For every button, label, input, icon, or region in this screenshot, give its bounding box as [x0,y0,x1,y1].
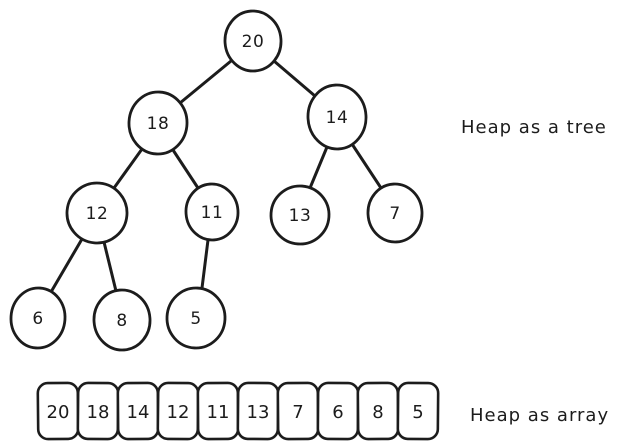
array-cell-value: 13 [247,402,270,423]
tree-edges [49,59,383,294]
tree-node-value: 7 [389,204,400,224]
tree-node-value: 12 [86,204,109,224]
tree-node-circle-7 [366,182,424,244]
tree-node-value: 14 [326,108,349,128]
array-cell-values: 20 18 14 12 11 13 7 6 8 5 [47,402,424,423]
array-cell-value: 14 [127,402,150,423]
tree-node-circle-18 [127,90,189,156]
tree-edge-12-8 [102,240,118,293]
tree-node-circle-6 [9,286,67,350]
tree-node-value: 6 [32,309,43,329]
array-cell-value: 7 [292,402,303,423]
tree-edge-11-5 [200,238,210,290]
array-cells [36,381,440,441]
tree-node-circle-13 [269,184,331,246]
tree-node-value: 20 [242,32,265,52]
tree-edge-18-12 [112,147,144,190]
array-cell-value: 12 [167,402,190,423]
tree-node-circle-8 [92,288,152,352]
tree-node-value: 13 [289,206,312,226]
tree-edge-18-11 [171,148,200,190]
tree-node-circle-5 [165,286,227,350]
tree-node-value: 18 [147,114,170,134]
tree-node-value: 5 [190,309,201,329]
tree-node-values: 20 18 14 12 11 13 7 6 8 5 [32,32,400,331]
tree-node-circle-20 [223,9,283,73]
tree-edge-20-18 [178,59,233,105]
tree-edge-20-14 [272,59,317,98]
array-caption: Heap as array [470,405,609,426]
tree-node-circle-14 [306,83,368,151]
tree-node-value: 11 [201,203,224,223]
array-cell-value: 11 [207,402,230,423]
tree-edge-12-6 [49,237,84,294]
array-cell-value: 6 [332,402,343,423]
tree-edge-14-7 [350,142,383,190]
array-cell-value: 20 [47,402,70,423]
tree-nodes [9,9,424,352]
tree-node-circle-11 [184,182,240,242]
tree-edge-14-13 [308,145,329,190]
tree-caption: Heap as a tree [461,117,607,138]
array-cell [396,381,440,441]
array-cell-value: 8 [372,402,383,423]
array-cell-value: 18 [87,402,110,423]
tree-node-circle-12 [65,181,129,245]
array-cell-value: 5 [412,402,423,423]
tree-node-value: 8 [116,311,127,331]
